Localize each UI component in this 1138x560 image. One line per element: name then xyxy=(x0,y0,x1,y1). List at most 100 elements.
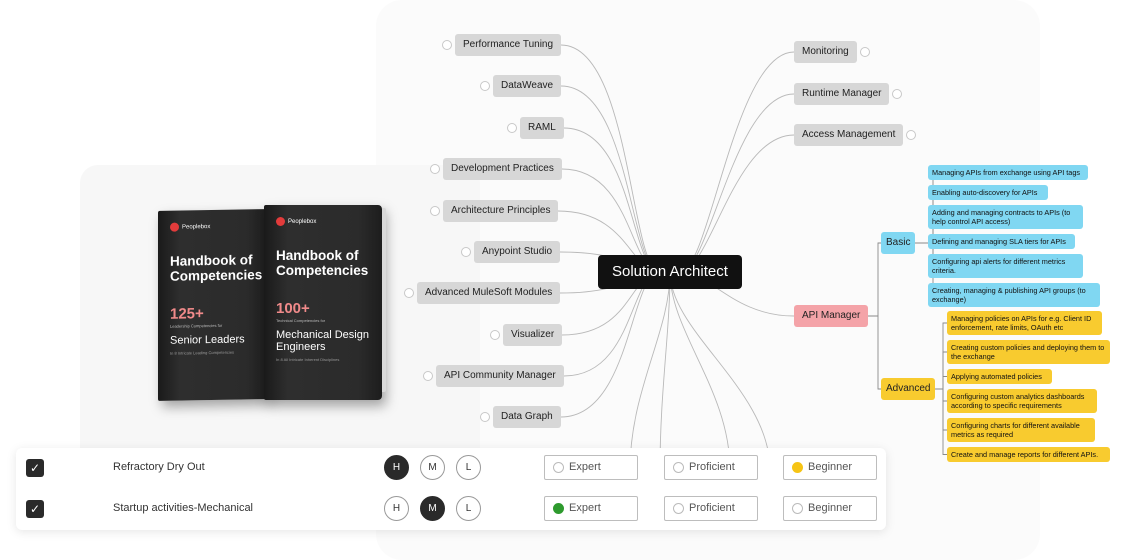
connector-advanced-4 xyxy=(935,388,947,431)
skill-name: Startup activities-Mechanical xyxy=(113,502,254,514)
skill-checkbox[interactable]: ✓ xyxy=(26,500,44,518)
node-icon xyxy=(860,47,870,57)
node-performance-tuning[interactable]: Performance Tuning xyxy=(455,34,562,56)
leaf-advanced-1[interactable]: Creating custom policies and deploying t… xyxy=(947,340,1110,364)
level-beginner-option[interactable]: Beginner xyxy=(783,496,877,521)
connector-left-1 xyxy=(560,85,661,273)
node-architecture-principles[interactable]: Architecture Principles xyxy=(443,200,559,222)
node-icon xyxy=(430,164,440,174)
node-runtime-manager[interactable]: Runtime Manager xyxy=(794,83,890,105)
node-basic[interactable]: Basic xyxy=(881,232,916,254)
book-logo: Peoplebox xyxy=(170,221,256,232)
leaf-advanced-4[interactable]: Configuring charts for different availab… xyxy=(947,418,1095,442)
node-icon xyxy=(507,123,517,133)
priority-medium-button[interactable]: M xyxy=(420,496,445,521)
node-icon xyxy=(480,81,490,91)
book-small-text: Leadership Competencies for xyxy=(170,322,223,329)
connector-left-0 xyxy=(560,44,661,273)
leaf-advanced-0[interactable]: Managing policies on APIs for e.g. Clien… xyxy=(947,311,1102,335)
book-footer: In 8 Intricate Leading Competencies xyxy=(170,349,235,356)
radio-icon xyxy=(673,503,684,514)
node-advanced-mulesoft-modules[interactable]: Advanced MuleSoft Modules xyxy=(417,282,561,304)
logo-mark-icon xyxy=(170,222,179,232)
node-icon xyxy=(892,89,902,99)
connector-advanced-5 xyxy=(935,388,947,455)
node-api-community-manager[interactable]: API Community Manager xyxy=(436,365,564,387)
node-access-management[interactable]: Access Management xyxy=(794,124,904,146)
book-senior-leaders: Peoplebox Handbook of Competencies 125+ … xyxy=(158,209,268,401)
leaf-advanced-2[interactable]: Applying automated policies xyxy=(947,369,1052,384)
radio-icon xyxy=(792,503,803,514)
node-icon xyxy=(430,206,440,216)
skill-row: ✓ Refractory Dry Out H M L Expert Profic… xyxy=(16,448,886,488)
node-api-manager[interactable]: API Manager xyxy=(794,305,869,327)
book-pages xyxy=(382,208,386,392)
connector-advanced-1 xyxy=(935,351,947,390)
connector-extra-2 xyxy=(669,271,731,471)
connector-advanced-3 xyxy=(935,388,947,402)
connector-extra-0 xyxy=(629,271,671,471)
radio-selected-icon xyxy=(553,503,564,514)
radio-selected-icon xyxy=(792,462,803,473)
leaf-advanced-3[interactable]: Configuring custom analytics dashboards … xyxy=(947,389,1097,413)
book-logo: Peoplebox xyxy=(276,217,370,226)
connector-extra-3 xyxy=(669,271,771,471)
level-proficient-option[interactable]: Proficient xyxy=(664,496,758,521)
priority-low-button[interactable]: L xyxy=(456,455,481,480)
node-monitoring[interactable]: Monitoring xyxy=(794,41,857,63)
book-title: Handbook of Competencies xyxy=(170,252,263,284)
leaf-basic-3[interactable]: Defining and managing SLA tiers for APIs xyxy=(928,234,1075,249)
leaf-advanced-5[interactable]: Create and manage reports for different … xyxy=(947,447,1110,462)
node-anypoint-studio[interactable]: Anypoint Studio xyxy=(474,241,561,263)
node-icon xyxy=(442,40,452,50)
connector-right-0 xyxy=(679,51,795,273)
node-icon xyxy=(404,288,414,298)
leaf-basic-5[interactable]: Creating, managing & publishing API grou… xyxy=(928,283,1100,307)
priority-low-button[interactable]: L xyxy=(456,496,481,521)
skill-name: Refractory Dry Out xyxy=(113,461,205,473)
node-icon xyxy=(480,412,490,422)
connector-extra-1 xyxy=(659,271,671,471)
skill-row: ✓ Startup activities-Mechanical H M L Ex… xyxy=(16,489,886,529)
node-icon xyxy=(461,247,471,257)
node-icon xyxy=(423,371,433,381)
radio-icon xyxy=(673,462,684,473)
node-visualizer[interactable]: Visualizer xyxy=(503,324,563,346)
book-number: 125+ xyxy=(170,305,204,323)
level-beginner-option[interactable]: Beginner xyxy=(783,455,877,480)
node-raml[interactable]: RAML xyxy=(520,117,564,139)
connector-api-basic xyxy=(868,242,881,317)
node-data-graph[interactable]: Data Graph xyxy=(493,406,561,428)
book-title: Handbook of Competencies xyxy=(276,248,369,278)
book-subtitle: Mechanical Design Engineers xyxy=(276,329,369,353)
book-small-text: Technical Competencies for xyxy=(276,318,326,323)
book-footer: In 8 All Intricate Inherent Disciplines xyxy=(276,357,340,362)
priority-medium-button[interactable]: M xyxy=(420,455,445,480)
level-expert-option[interactable]: Expert xyxy=(544,496,638,521)
node-icon xyxy=(906,130,916,140)
node-icon xyxy=(490,330,500,340)
node-development-practices[interactable]: Development Practices xyxy=(443,158,562,180)
connector-advanced-2 xyxy=(935,376,947,390)
leaf-basic-4[interactable]: Configuring api alerts for different met… xyxy=(928,254,1083,278)
radio-icon xyxy=(553,462,564,473)
center-node[interactable]: Solution Architect xyxy=(598,255,742,289)
priority-high-button[interactable]: H xyxy=(384,455,409,480)
skills-panel: ✓ Refractory Dry Out H M L Expert Profic… xyxy=(16,448,886,530)
logo-mark-icon xyxy=(276,217,285,226)
priority-high-button[interactable]: H xyxy=(384,496,409,521)
connector-advanced-0 xyxy=(935,322,947,390)
leaf-basic-1[interactable]: Enabling auto-discovery for APIs xyxy=(928,185,1048,200)
connector-api-advanced xyxy=(868,315,881,390)
level-expert-option[interactable]: Expert xyxy=(544,455,638,480)
level-proficient-option[interactable]: Proficient xyxy=(664,455,758,480)
book-subtitle: Senior Leaders xyxy=(170,333,245,347)
book-number: 100+ xyxy=(276,300,310,317)
skill-checkbox[interactable]: ✓ xyxy=(26,459,44,477)
leaf-basic-2[interactable]: Adding and managing contracts to APIs (t… xyxy=(928,205,1083,229)
connector-left-9 xyxy=(560,271,661,418)
node-dataweave[interactable]: DataWeave xyxy=(493,75,562,97)
node-advanced[interactable]: Advanced xyxy=(881,378,936,400)
leaf-basic-0[interactable]: Managing APIs from exchange using API ta… xyxy=(928,165,1088,180)
